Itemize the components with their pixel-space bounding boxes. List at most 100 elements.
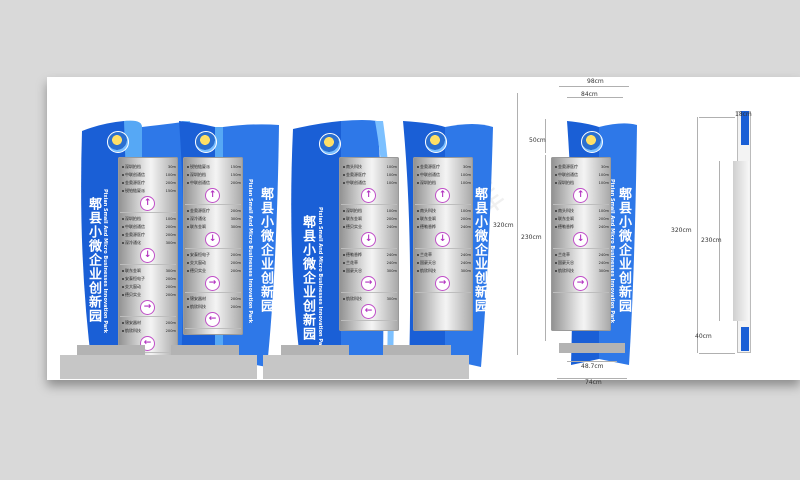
- panel-divider: [341, 320, 397, 321]
- directory-row: 航欣科技 300m: [417, 267, 471, 275]
- company-distance: 200m: [165, 233, 176, 237]
- company-distance: 200m: [598, 217, 609, 221]
- bullet-icon: [187, 182, 189, 184]
- company-distance: 300m: [386, 269, 397, 273]
- bullet-icon: [555, 254, 557, 256]
- dim-base-width: 48.7cm: [581, 363, 604, 370]
- bullet-icon: [343, 262, 345, 264]
- company-name: 兰花草: [420, 252, 432, 257]
- dim-side-total: 320cm: [671, 227, 692, 234]
- company-name: 安泰恒电子: [125, 276, 145, 281]
- panel-divider: [185, 248, 241, 249]
- sign-base-top: [171, 345, 239, 355]
- company-name: 航欣科技: [346, 296, 362, 301]
- sign-title-en: Pixian Small And Micro Businesses Innova…: [317, 207, 323, 352]
- company-distance: 100m: [460, 209, 471, 213]
- bullet-icon: [122, 190, 124, 192]
- company-name: 德贝实业: [346, 224, 362, 229]
- dim-top-width: 98cm: [587, 78, 604, 85]
- dim-side-top: 18cm: [735, 111, 752, 118]
- sign-base: [263, 355, 367, 379]
- company-name: 联东金飒: [125, 268, 141, 273]
- park-logo-icon: [195, 131, 217, 153]
- sign-base: [155, 355, 257, 379]
- bullet-icon: [343, 218, 345, 220]
- direction-arrow-icon: →: [573, 276, 588, 291]
- bullet-icon: [122, 286, 124, 288]
- sign-title-cn: 郫县小微企业创新园: [86, 197, 101, 323]
- company-distance: 300m: [230, 225, 241, 229]
- panel-divider: [415, 292, 471, 293]
- company-name: 德勒香桦: [420, 224, 436, 229]
- company-distance: 30m: [462, 165, 471, 169]
- direction-arrow-icon: →: [205, 276, 220, 291]
- direction-arrow-icon: →: [140, 300, 155, 315]
- panel-divider: [553, 292, 609, 293]
- bullet-icon: [343, 182, 345, 184]
- company-distance: 100m: [598, 173, 609, 177]
- direction-arrow-icon: ↑: [435, 188, 450, 203]
- company-distance: 240m: [460, 225, 471, 229]
- directory-row: 德勒香桦 240m: [417, 223, 471, 231]
- dim-bottom-width: 74cm: [585, 379, 602, 386]
- company-name: 德贝实业: [125, 292, 141, 297]
- bullet-icon: [122, 278, 124, 280]
- company-distance: 200m: [230, 253, 241, 257]
- bullet-icon: [343, 298, 345, 300]
- sign-title-en: Pixian Small And Micro Businesses Innova…: [609, 179, 615, 324]
- direction-arrow-icon: ↑: [205, 188, 220, 203]
- bullet-icon: [187, 254, 189, 256]
- panel-divider: [120, 316, 176, 317]
- bullet-icon: [555, 166, 557, 168]
- bullet-icon: [555, 210, 557, 212]
- bullet-icon: [417, 210, 419, 212]
- bullet-icon: [122, 174, 124, 176]
- dim-line: [699, 117, 735, 118]
- panel-divider: [120, 264, 176, 265]
- company-name: 交大窗动: [190, 260, 206, 265]
- direction-arrow-icon: ↑: [140, 196, 155, 211]
- bullet-icon: [187, 174, 189, 176]
- bullet-icon: [555, 218, 557, 220]
- company-name: 航欣科技: [558, 268, 574, 273]
- company-name: 深冷通化: [190, 216, 206, 221]
- company-name: 航欣科技: [420, 268, 436, 273]
- bullet-icon: [343, 166, 345, 168]
- company-name: 联东金飒: [420, 216, 436, 221]
- direction-arrow-icon: ↓: [361, 232, 376, 247]
- side-view-top-band: [741, 111, 749, 145]
- company-distance: 100m: [598, 181, 609, 185]
- direction-arrow-icon: ←: [361, 304, 376, 319]
- dim-line: [567, 97, 623, 98]
- company-name: 锐铂链厦派: [125, 188, 145, 193]
- bullet-icon: [187, 210, 189, 212]
- company-name: 航欣科技: [125, 328, 141, 333]
- bullet-icon: [187, 262, 189, 264]
- company-name: 德勒香桦: [346, 252, 362, 257]
- company-distance: 300m: [460, 269, 471, 273]
- sign-base: [60, 355, 162, 379]
- bullet-icon: [187, 306, 189, 308]
- sign-base-top: [281, 345, 349, 355]
- company-name: 金奥源医疗: [558, 164, 578, 169]
- company-distance: 240m: [598, 253, 609, 257]
